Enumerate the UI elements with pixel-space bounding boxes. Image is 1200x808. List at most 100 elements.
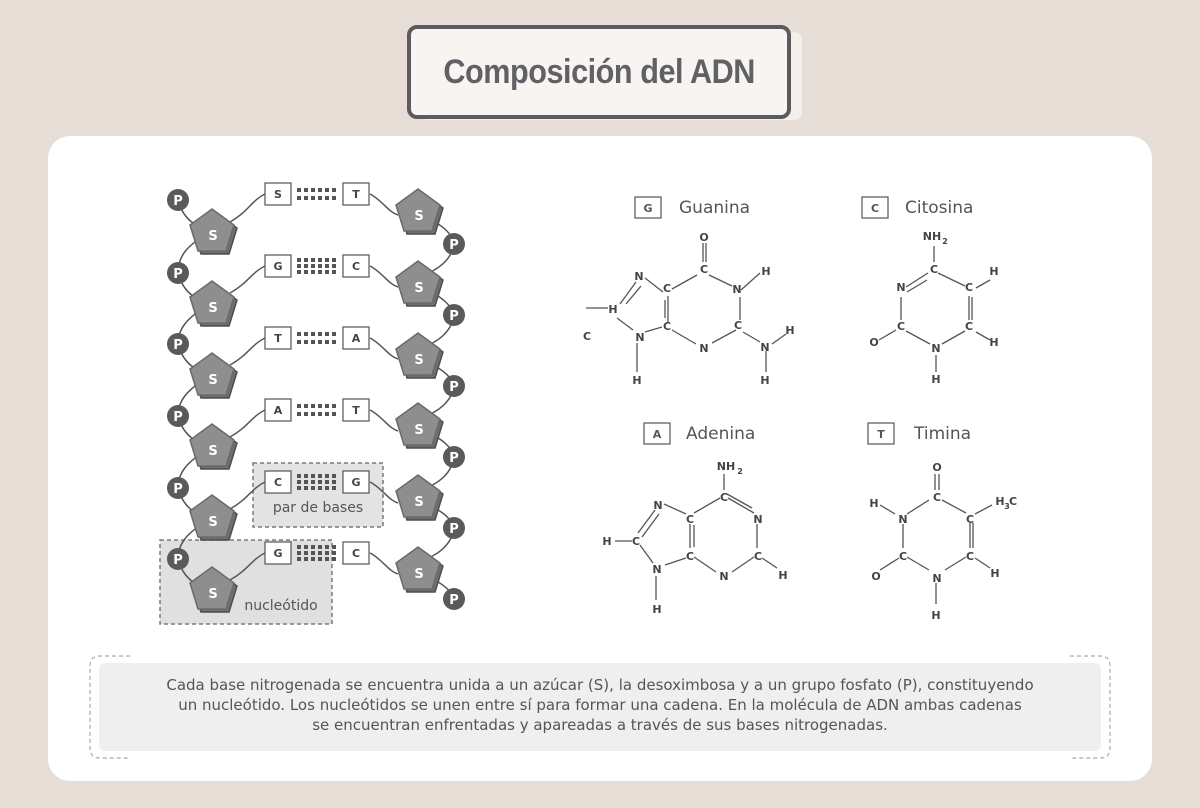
guanine-structure: O C N H C N C C N H N H C N H H [583, 231, 795, 387]
svg-text:2: 2 [737, 467, 743, 476]
svg-text:S: S [414, 567, 423, 582]
sugar-left: S [189, 494, 238, 541]
sugar-left: S [189, 280, 238, 327]
svg-text:H: H [632, 374, 641, 387]
phosphate-left: P [167, 477, 189, 499]
adenine-header: A Adenina [643, 422, 755, 445]
svg-text:C: C [734, 319, 742, 332]
svg-text:H: H [785, 324, 794, 337]
svg-text:H: H [652, 603, 661, 616]
caption-text: Cada base nitrogenada se encuentra unida… [110, 675, 1090, 735]
svg-text:H: H [602, 535, 611, 548]
svg-text:Adenina: Adenina [686, 424, 755, 444]
svg-text:P: P [449, 593, 459, 608]
svg-text:P: P [173, 267, 183, 282]
svg-text:C: C [965, 320, 973, 333]
svg-text:N: N [898, 513, 907, 526]
page-title: Composición del ADN [443, 52, 755, 91]
base-pair: G C [264, 254, 370, 278]
left-base-links [229, 193, 266, 581]
svg-text:P: P [449, 451, 459, 466]
svg-text:N: N [932, 572, 941, 585]
svg-text:T: T [352, 188, 360, 201]
svg-text:T: T [352, 404, 360, 417]
svg-text:S: S [208, 444, 217, 459]
svg-text:H: H [931, 373, 940, 386]
svg-text:S: S [208, 229, 217, 244]
svg-text:G: G [351, 476, 360, 489]
svg-text:S: S [414, 281, 423, 296]
svg-text:C: C [632, 535, 640, 548]
svg-text:P: P [449, 309, 459, 324]
svg-text:NH: NH [717, 460, 735, 473]
caption-box [99, 663, 1101, 751]
sugar-right: S [395, 474, 444, 521]
svg-text:C: C [583, 330, 591, 343]
title-box: Composición del ADN [407, 25, 791, 119]
svg-text:N: N [753, 513, 762, 526]
svg-text:N: N [653, 499, 662, 512]
svg-text:N: N [719, 570, 728, 583]
svg-text:P: P [173, 194, 183, 209]
svg-text:C: C [933, 491, 941, 504]
phosphate-right: P [443, 304, 465, 326]
caption-line: se encuentran enfrentadas y apareadas a … [312, 716, 888, 734]
phosphate-left: P [167, 548, 189, 570]
svg-text:C: C [899, 550, 907, 563]
sugar-right: S [395, 402, 444, 449]
svg-text:H: H [990, 567, 999, 580]
svg-text:C: C [352, 547, 360, 560]
svg-text:Guanina: Guanina [679, 198, 750, 218]
svg-text:H: H [931, 609, 940, 622]
svg-text:C: C [686, 550, 694, 563]
svg-text:H: H [989, 336, 998, 349]
sugar-left: S [189, 352, 238, 399]
svg-text:T: T [877, 428, 885, 441]
svg-text:O: O [932, 461, 941, 474]
base-pair-label: par de bases [273, 500, 363, 516]
sugar-right: S [395, 260, 444, 307]
nucleotide-label: nucleótido [244, 598, 317, 614]
phosphate-right: P [443, 375, 465, 397]
svg-text:T: T [274, 332, 282, 345]
base-pair: A T [264, 398, 370, 422]
svg-text:P: P [173, 553, 183, 568]
phosphate-left: P [167, 405, 189, 427]
svg-text:C: C [700, 263, 708, 276]
svg-text:P: P [449, 380, 459, 395]
svg-text:C: C [966, 513, 974, 526]
sugar-left: S [189, 208, 238, 255]
svg-text:O: O [871, 570, 880, 583]
svg-text:C: C [897, 320, 905, 333]
svg-text:P: P [173, 338, 183, 353]
svg-text:S: S [414, 495, 423, 510]
nucleotide-highlight [159, 539, 333, 625]
svg-text:N: N [634, 270, 643, 283]
svg-text:S: S [414, 353, 423, 368]
phosphate-right: P [443, 588, 465, 610]
svg-text:P: P [173, 410, 183, 425]
svg-text:H: H [995, 495, 1004, 508]
svg-text:A: A [653, 428, 662, 441]
phosphate-left: P [167, 189, 189, 211]
svg-text:N: N [760, 341, 769, 354]
svg-text:S: S [414, 209, 423, 224]
sugar-right: S [395, 546, 444, 593]
svg-text:N: N [635, 331, 644, 344]
svg-text:O: O [869, 336, 878, 349]
right-base-links [369, 193, 399, 575]
svg-text:C: C [663, 282, 671, 295]
base-pair: S T [264, 182, 370, 206]
sugar-left: S [189, 566, 238, 613]
caption-line: Cada base nitrogenada se encuentra unida… [166, 676, 1034, 694]
svg-text:2: 2 [942, 237, 948, 246]
right-backbone [419, 219, 455, 600]
svg-text:H: H [761, 265, 770, 278]
svg-text:N: N [699, 342, 708, 355]
svg-text:S: S [208, 373, 217, 388]
